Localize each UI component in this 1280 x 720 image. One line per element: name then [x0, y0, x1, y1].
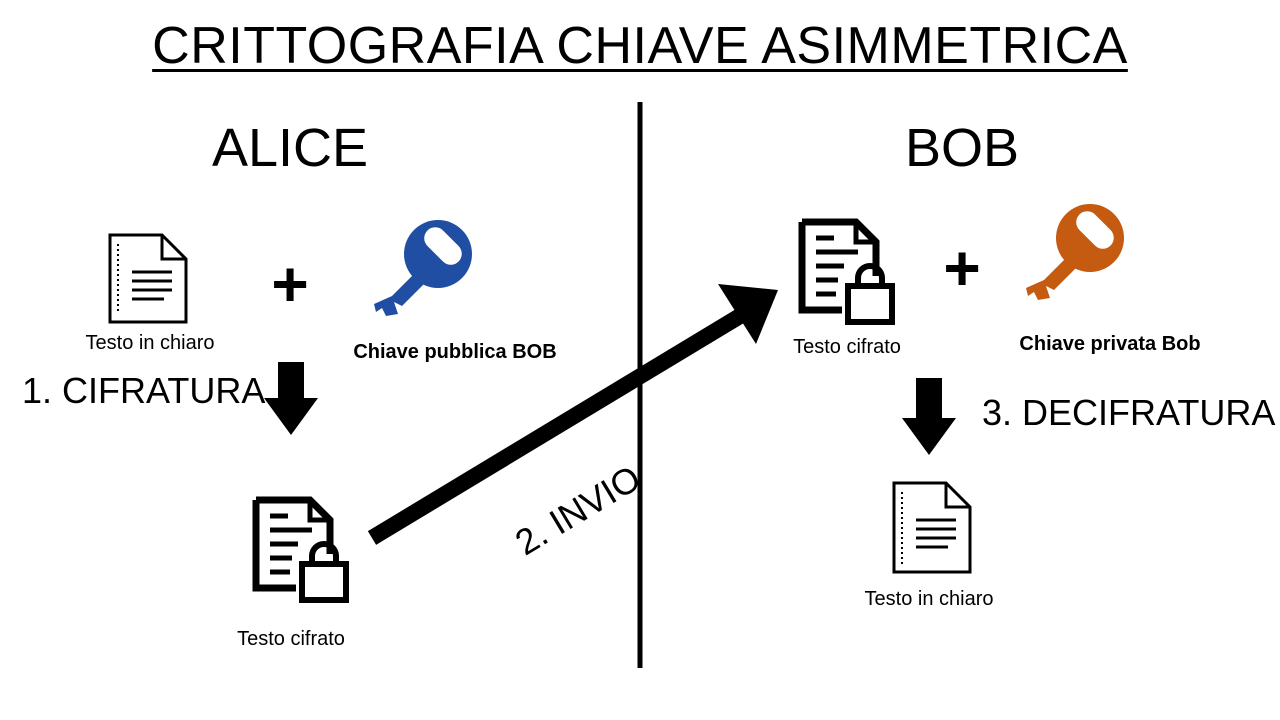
- bob-heading: BOB: [904, 118, 1020, 178]
- step3-label: 3. DECIFRATURA: [982, 392, 1276, 433]
- bob-cipher-label: Testo cifrato: [793, 336, 901, 358]
- arrow-diagonal-icon: [367, 284, 778, 545]
- bob-plain-text-label: Testo in chiaro: [864, 588, 994, 610]
- key-icon: [1026, 204, 1124, 300]
- alice-key-label: Chiave pubblica BOB: [353, 341, 557, 363]
- locked-document-icon: [798, 218, 895, 325]
- alice-plus-sign: +: [271, 248, 309, 320]
- document-icon: [892, 481, 972, 574]
- alice-heading: ALICE: [211, 118, 369, 178]
- step1-label: 1. CIFRATURA: [22, 370, 266, 411]
- page-title: CRITTOGRAFIA CHIAVE ASIMMETRICA: [152, 17, 1128, 75]
- arrow-down-icon: [264, 362, 318, 435]
- locked-document-icon: [252, 496, 349, 603]
- bob-plus-sign: +: [943, 232, 981, 304]
- alice-cipher-label: Testo cifrato: [237, 628, 345, 650]
- key-icon: [374, 220, 472, 316]
- document-icon: [108, 233, 188, 324]
- arrow-down-icon: [902, 378, 956, 455]
- alice-plain-text-label: Testo in chiaro: [85, 332, 215, 354]
- bob-key-label: Chiave privata Bob: [1019, 333, 1201, 355]
